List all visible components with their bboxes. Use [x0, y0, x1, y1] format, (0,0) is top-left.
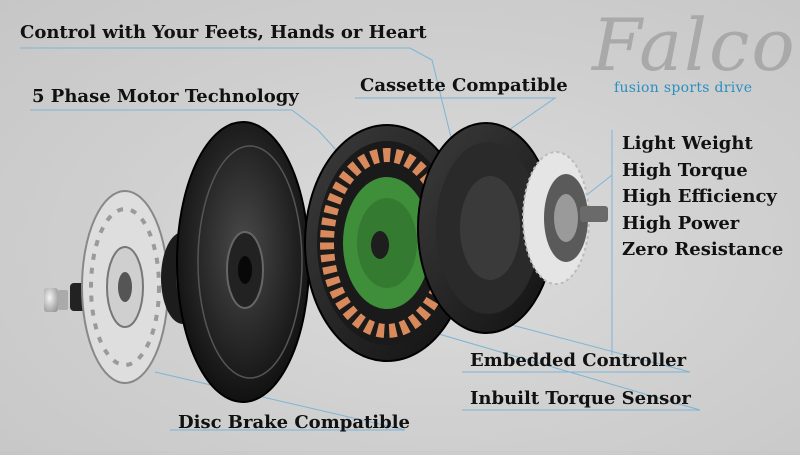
feature-item: High Power	[622, 212, 740, 234]
label-disc-brake: Disc Brake Compatible	[178, 412, 411, 433]
feature-list: Light Weight High Torque High Efficiency…	[622, 131, 783, 264]
brand-tagline: fusion sports drive	[614, 80, 753, 96]
side-cover-graphic	[176, 121, 310, 403]
brand-logo: Falco	[592, 3, 797, 87]
feature-item: Zero Resistance	[622, 239, 784, 260]
label-controller: Embedded Controller	[470, 350, 687, 371]
feature-item: Light Weight	[622, 133, 753, 154]
label-torque-sensor: Inbuilt Torque Sensor	[470, 388, 691, 409]
label-motor: 5 Phase Motor Technology	[32, 86, 299, 107]
cassette-sprocket-graphic	[522, 151, 608, 285]
axle-nut-graphic	[44, 283, 86, 312]
label-cassette: Cassette Compatible	[360, 75, 568, 96]
inner-cover-graphic	[417, 122, 555, 334]
disc-rotor-graphic	[81, 190, 169, 384]
feature-item: High Torque	[622, 159, 748, 181]
feature-item: High Efficiency	[622, 186, 777, 207]
label-control: Control with Your Feets, Hands or Heart	[20, 22, 427, 43]
